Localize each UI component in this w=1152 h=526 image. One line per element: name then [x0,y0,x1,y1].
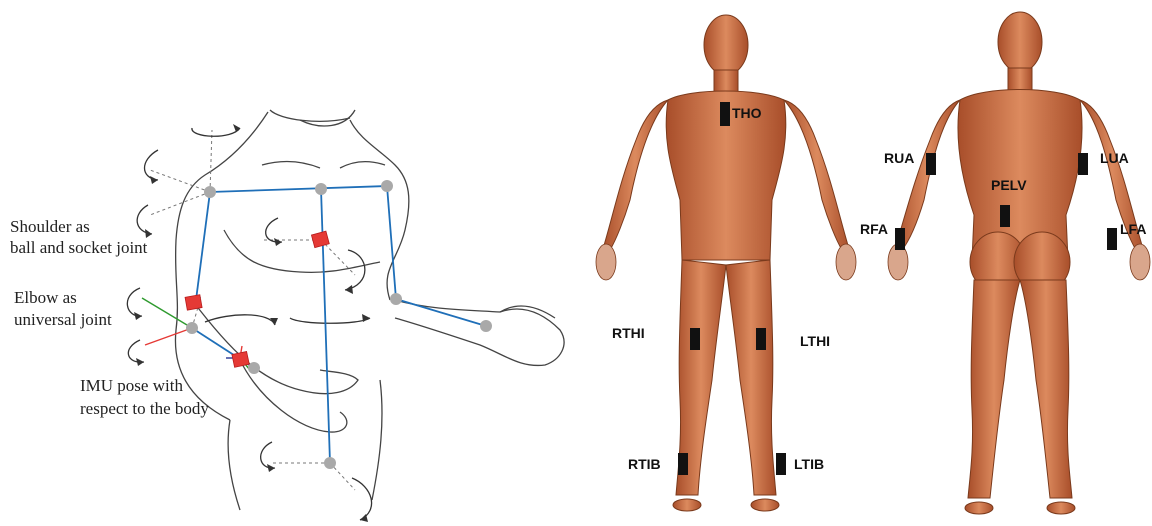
label-lthi: LTHI [800,333,830,349]
elbow-label-line2: universal joint [14,310,112,329]
elbow-label-line1: Elbow as [14,288,77,307]
label-pelv: PELV [991,177,1027,193]
label-lfa: LFA [1120,221,1146,237]
imu-label-line1: IMU pose with [80,376,183,395]
front-body-figure [602,15,850,511]
kinematic-model-panel: Shoulder as ball and socket joint Elbow … [0,0,580,526]
sensor-lthi [756,328,766,350]
imu-label-line2: respect to the body [80,399,209,418]
label-rthi: RTHI [612,325,645,341]
back-body-figure [894,12,1144,514]
label-rua: RUA [884,150,914,166]
label-tho: THO [732,105,762,121]
sensor-rtib [678,453,688,475]
kinematic-sketch: Shoulder as ball and socket joint Elbow … [0,0,580,526]
sensor-rthi [690,328,700,350]
label-ltib: LTIB [794,456,824,472]
sensor-placement-panel: THO RTHI LTHI RTIB LTIB RUA LUA PELV RFA… [580,0,1152,526]
label-lua: LUA [1100,150,1129,166]
skeleton-links [192,186,486,463]
body-outline [175,110,564,510]
shoulder-label-line1: Shoulder as [10,217,90,236]
sensor-rua [926,153,936,175]
sensor-lfa [1107,228,1117,250]
label-rtib: RTIB [628,456,661,472]
muscle-figures: THO RTHI LTHI RTIB LTIB RUA LUA PELV RFA… [580,0,1152,526]
sensor-ltib [776,453,786,475]
joints [186,180,492,469]
shoulder-label-line2: ball and socket joint [10,238,148,257]
sensor-lua [1078,153,1088,175]
label-rfa: RFA [860,221,888,237]
sensor-rfa [895,228,905,250]
imu-sensors [185,231,329,367]
sensor-tho [720,102,730,126]
sensor-pelv [1000,205,1010,227]
